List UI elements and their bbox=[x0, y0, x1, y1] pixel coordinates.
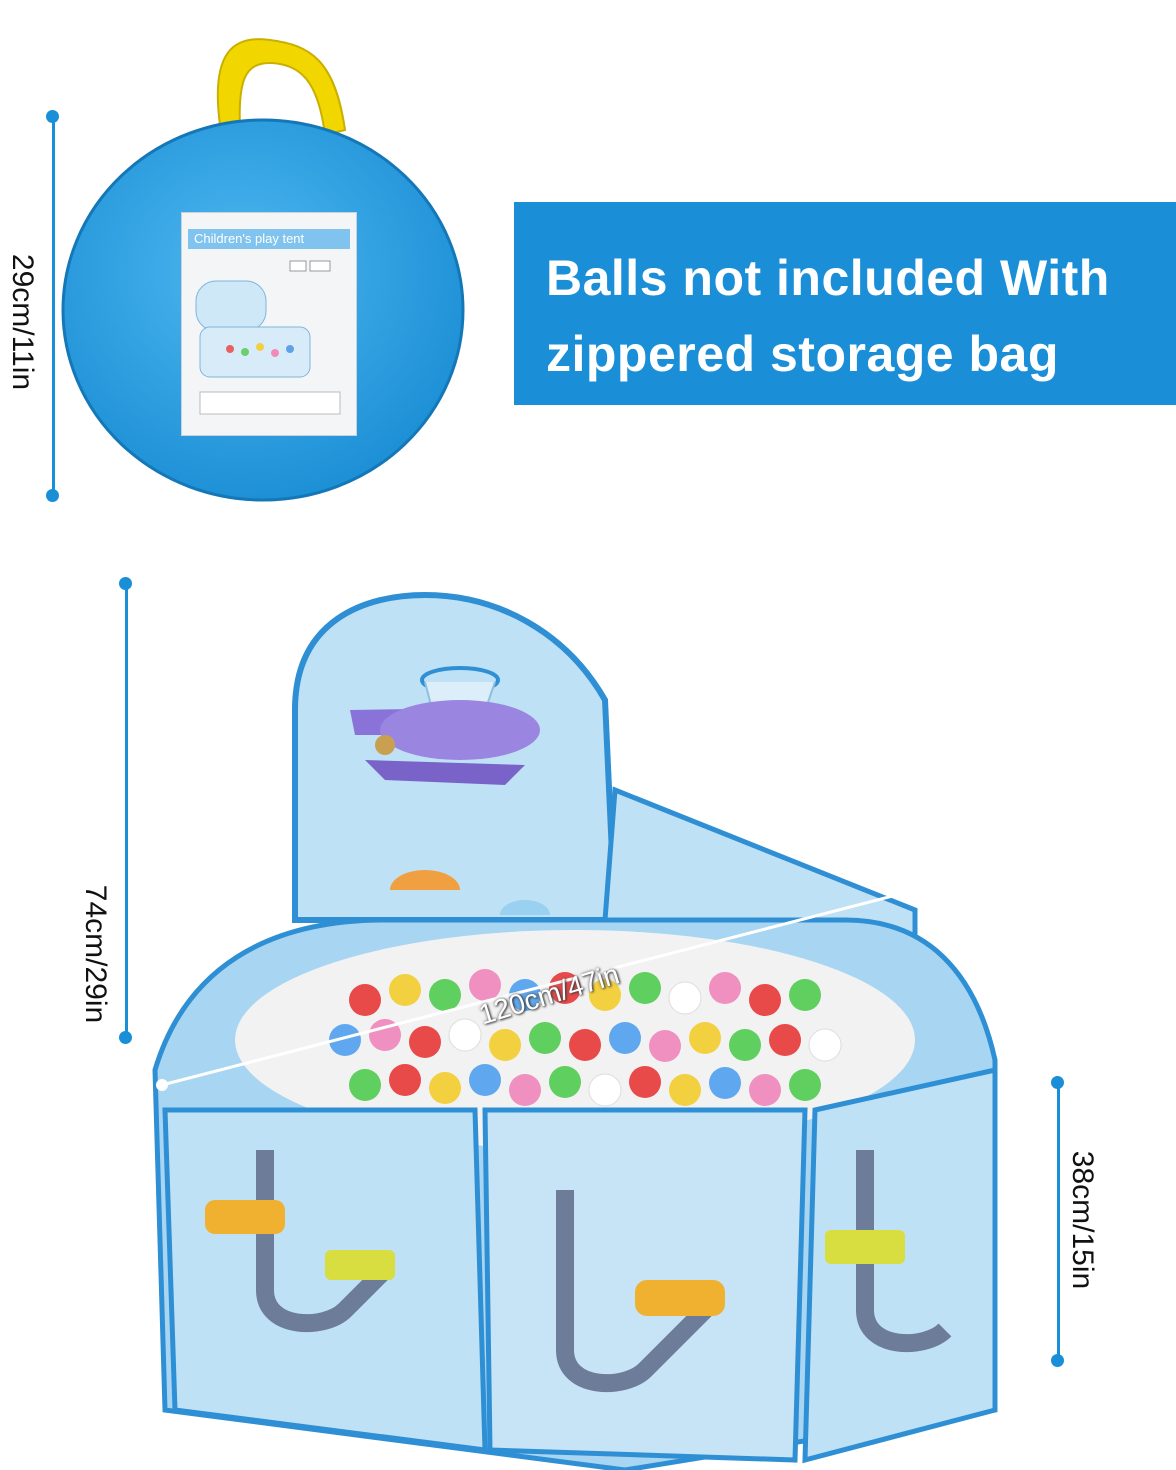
banner-line-2: zippered storage bag bbox=[546, 326, 1059, 382]
bag-dimension-label: 29cm/11in bbox=[6, 253, 39, 391]
wall-height-dot-top bbox=[1051, 1076, 1064, 1089]
product-tag: Children's play tent bbox=[181, 212, 357, 436]
tent-height-label: 74cm/29in bbox=[79, 884, 112, 1024]
bag-dimension-dot-bottom bbox=[46, 489, 59, 502]
banner-text: Balls not included With zippered storage… bbox=[546, 240, 1176, 392]
wall-height-label: 38cm/15in bbox=[1066, 1150, 1099, 1290]
bag-dimension-dot-top bbox=[46, 110, 59, 123]
ball-pit-tent-image bbox=[152, 591, 998, 1470]
wall-height-line bbox=[1057, 1083, 1060, 1360]
tent-height-dot-top bbox=[119, 577, 132, 590]
tent-width-measure bbox=[156, 886, 914, 1091]
tent-height-dot-bottom bbox=[119, 1031, 132, 1044]
bag-dimension-line bbox=[52, 117, 55, 495]
info-banner: Balls not included With zippered storage… bbox=[514, 202, 1176, 405]
product-tag-title: Children's play tent bbox=[188, 229, 350, 249]
tent-height-line bbox=[125, 584, 128, 1038]
wall-height-dot-bottom bbox=[1051, 1354, 1064, 1367]
banner-line-1: Balls not included With bbox=[546, 250, 1110, 306]
product-tag-illustration bbox=[195, 260, 341, 415]
